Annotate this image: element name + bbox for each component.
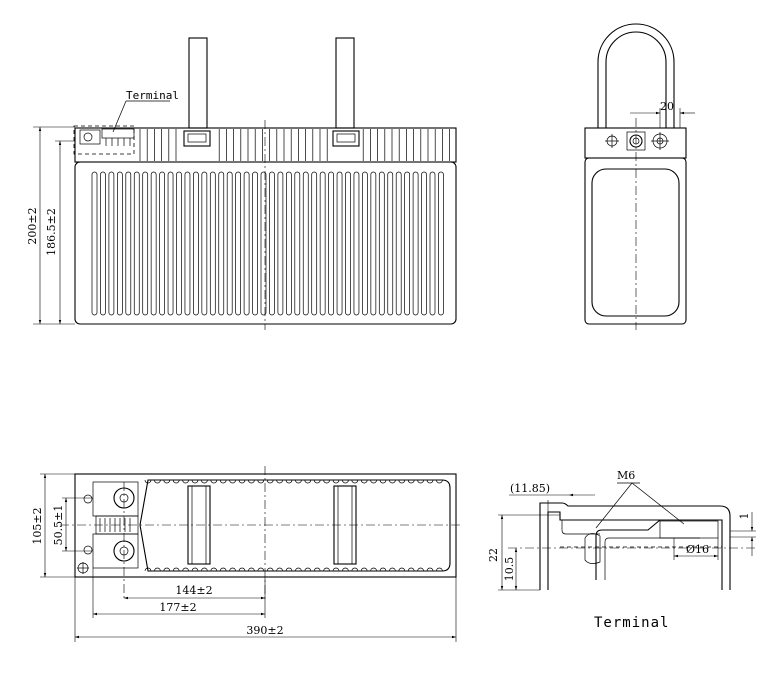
front-handle-left: [188, 37, 208, 129]
front-lid-ribs: [139, 129, 450, 161]
top-inner-outline: [139, 479, 451, 572]
side-handle: [597, 23, 675, 128]
dim-handle-offset: 20: [660, 100, 674, 113]
dim-22: 22: [487, 548, 500, 562]
front-body-ribs: [91, 171, 444, 316]
terminal-detail-view: Ø16 M6 (11.85) 22 10.5 1 Terminal: [487, 469, 758, 631]
dim-dia-16: Ø16: [686, 543, 709, 556]
dim-177: 177±2: [159, 601, 196, 614]
front-view: Terminal 200±2 186.5±2: [26, 37, 457, 330]
side-view: 20: [584, 23, 695, 330]
dim-10-5: 10.5: [503, 557, 516, 582]
dim-container-height: 186.5±2: [45, 208, 58, 256]
dim-144: 144±2: [175, 584, 212, 597]
dim-terminal-spacing: 50.5±1: [52, 505, 65, 546]
top-rim-bumps: [144, 479, 443, 572]
dim-total-height: 200±2: [26, 207, 39, 244]
terminal-callout-label: Terminal: [126, 89, 179, 102]
side-lid: [584, 127, 687, 159]
top-body: [74, 473, 457, 578]
dim-width: 105±2: [31, 507, 44, 544]
front-body: [74, 161, 457, 325]
terminal-caption: Terminal: [594, 615, 669, 631]
side-body: [584, 157, 687, 325]
top-view: 105±2 50.5±1 144±2 177±2 390±2: [31, 466, 462, 642]
dim-1: 1: [738, 513, 751, 520]
label-m6: M6: [617, 469, 635, 482]
dim-11-85: (11.85): [510, 482, 550, 495]
dim-length: 390±2: [246, 624, 283, 637]
front-handle-right: [335, 37, 355, 129]
front-terminal-outline: [73, 125, 135, 155]
terminal-housing: [539, 502, 731, 590]
